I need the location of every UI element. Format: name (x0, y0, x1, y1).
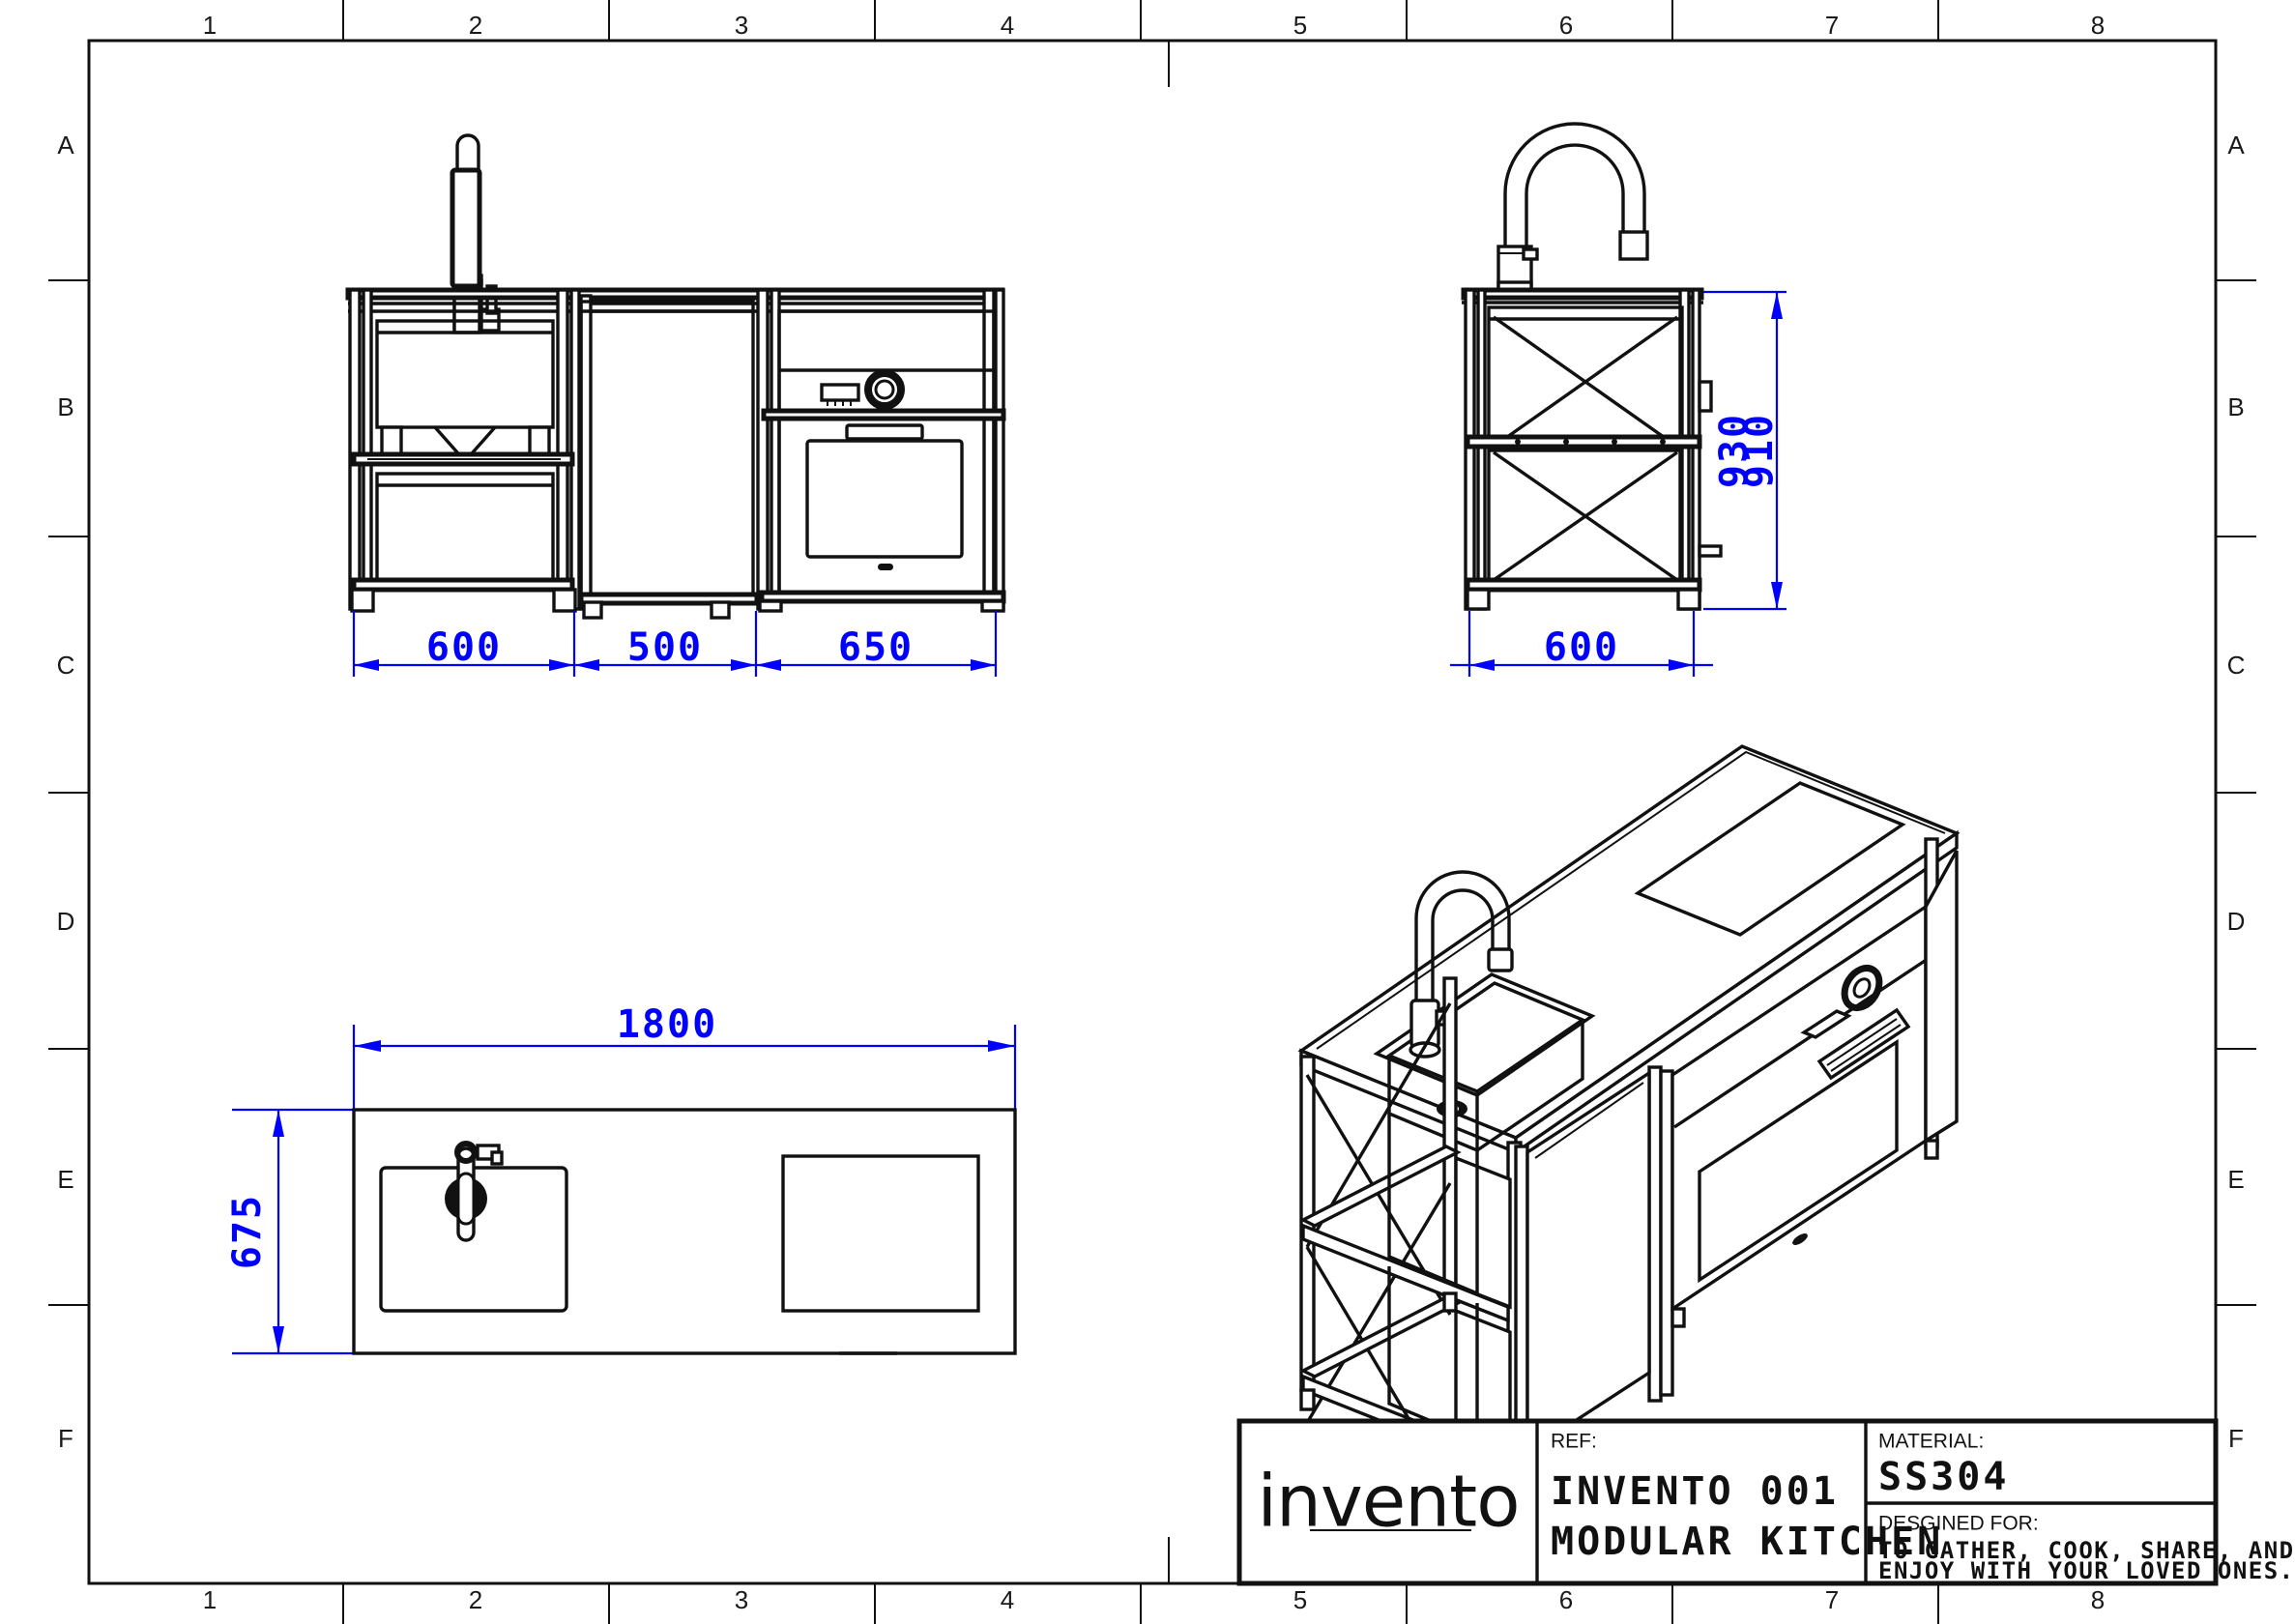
oven-handle-icon (845, 423, 924, 441)
grid-col-8-bottom: 8 (2091, 1585, 2105, 1614)
module-drawer-front (578, 294, 760, 620)
plan-dimension-1800: 1800 (352, 1002, 1017, 1116)
grid-col-2-top: 2 (469, 11, 482, 40)
grid-col-7-top: 7 (1825, 11, 1839, 40)
designed-for-label: DESGINED FOR: (1878, 1512, 2039, 1534)
side-bottom-rail (1465, 577, 1702, 593)
ref-line-2: MODULAR KITCHEN (1551, 1520, 1943, 1564)
grid-col-3-top: 3 (735, 11, 748, 40)
designed-for-line-2: ENJOY WITH YOUR LOVED ONES. (1878, 1557, 2295, 1584)
drawing-border (48, 0, 2256, 1624)
dim-plan-1800: 1800 (617, 1002, 717, 1047)
dim-side-600: 600 (1544, 625, 1619, 670)
front-elevation-view: 600 500 650 (345, 133, 1006, 677)
side-elevation-view: 930 910 600 (1450, 122, 1787, 677)
side-bracket-icon (1698, 544, 1723, 558)
dim-plan-675: 675 (225, 1194, 270, 1269)
grid-row-b-left: B (57, 392, 73, 421)
material-value: SS304 (1878, 1455, 2009, 1499)
plan-faucet-icon (445, 1141, 504, 1242)
grid-col-1-bottom: 1 (203, 1585, 217, 1614)
dim-front-sink-600: 600 (426, 625, 502, 670)
iso-hob (1634, 781, 1906, 937)
grid-row-a-left: A (57, 130, 74, 160)
front-dimension-row: 600 500 650 (352, 611, 998, 677)
dim-front-drawer-500: 500 (627, 625, 703, 670)
grid-row-d-right: D (2227, 907, 2246, 936)
iso-drawer-module (1514, 1065, 1663, 1482)
side-vertical-dimension: 930 910 (1703, 290, 1787, 611)
designed-for-line-1: TO GATHER, COOK, SHARE, AND (1878, 1537, 2295, 1564)
grid-col-6-top: 6 (1559, 11, 1573, 40)
isometric-3d-view (1297, 744, 1961, 1497)
module-oven-front (756, 288, 1006, 613)
iso-oven-module (1659, 837, 1959, 1397)
dim-side-930: 930 (1712, 413, 1757, 488)
grid-row-labels: A B C D E F A B C D E F (57, 130, 2246, 1453)
plan-view: 1800 675 (225, 1002, 1017, 1355)
plan-hob-cutout (781, 1154, 980, 1313)
oven-badge-icon (878, 564, 893, 570)
side-latch-icon (1698, 380, 1713, 413)
material-label: MATERIAL: (1878, 1430, 1984, 1452)
grid-row-a-right: A (2227, 130, 2245, 160)
grid-col-6-bottom: 6 (1559, 1585, 1573, 1614)
iso-oven-badge-icon (1792, 1233, 1808, 1245)
grid-column-labels: 1 2 3 4 5 6 7 8 1 2 3 4 5 6 7 8 (203, 11, 2105, 1614)
grid-col-5-bottom: 5 (1293, 1585, 1307, 1614)
iso-sink (1373, 972, 1596, 1153)
grid-col-4-bottom: 4 (1001, 1585, 1014, 1614)
grid-row-f-right: F (2228, 1424, 2244, 1453)
iso-oven-knob-icon (1841, 965, 1883, 1011)
grid-col-1-top: 1 (203, 11, 217, 40)
plan-dimension-675: 675 (225, 1108, 358, 1355)
plan-countertop-outline (352, 1108, 1017, 1355)
grid-col-7-bottom: 7 (1825, 1585, 1839, 1614)
grid-row-e-left: E (57, 1165, 73, 1194)
title-block: invento REF: INVENTO 001 MODULAR KITCHEN… (1236, 1418, 2295, 1586)
dim-side-910: 910 (1737, 413, 1782, 488)
grid-row-c-left: C (57, 651, 75, 680)
grid-row-e-right: E (2227, 1165, 2244, 1194)
side-mid-rail-rivets (1515, 439, 1666, 445)
grid-row-c-right: C (2227, 651, 2246, 680)
countertop-side (1461, 287, 1704, 301)
oven-knob-icon (864, 369, 905, 410)
side-horizontal-dimension: 600 (1450, 611, 1713, 677)
grid-col-4-top: 4 (1001, 11, 1014, 40)
grid-col-5-top: 5 (1293, 11, 1307, 40)
grid-row-d-left: D (57, 907, 75, 936)
ref-label: REF: (1551, 1430, 1597, 1452)
module-sink-front (348, 288, 581, 613)
grid-col-3-bottom: 3 (735, 1585, 748, 1614)
ref-line-1: INVENTO 001 (1551, 1469, 1839, 1514)
grid-col-8-top: 8 (2091, 11, 2105, 40)
dim-front-oven-650: 650 (838, 625, 914, 670)
grid-row-f-left: F (58, 1424, 73, 1453)
side-mid-rail (1465, 434, 1702, 450)
grid-col-2-bottom: 2 (469, 1585, 482, 1614)
oven-door-window (805, 439, 964, 559)
grid-row-b-right: B (2227, 392, 2244, 421)
